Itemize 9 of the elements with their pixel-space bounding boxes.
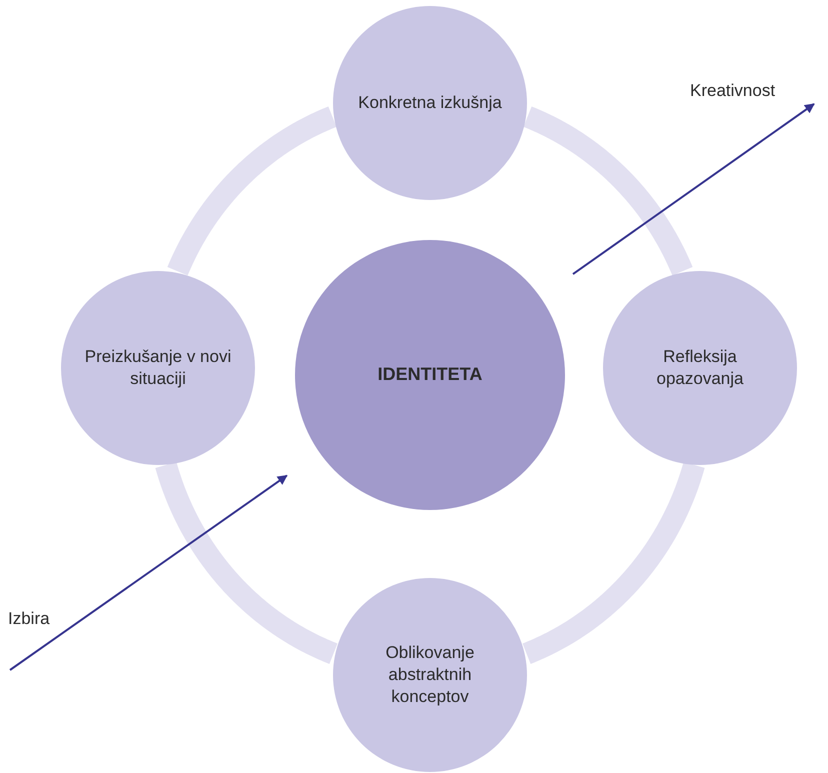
node-label: Konkretna izkušnja — [358, 92, 502, 114]
node-label: Refleksija opazovanja — [656, 346, 744, 390]
node-label: Oblikovanje abstraktnih konceptov — [384, 642, 476, 708]
arrow-label: Kreativnost — [690, 80, 776, 102]
arrow-label: Izbira — [8, 608, 50, 630]
arrow — [572, 103, 815, 275]
node-label: IDENTITETA — [378, 363, 482, 386]
node-label: Preizkušanje v novi situaciji — [84, 346, 232, 390]
arrow — [9, 474, 288, 671]
